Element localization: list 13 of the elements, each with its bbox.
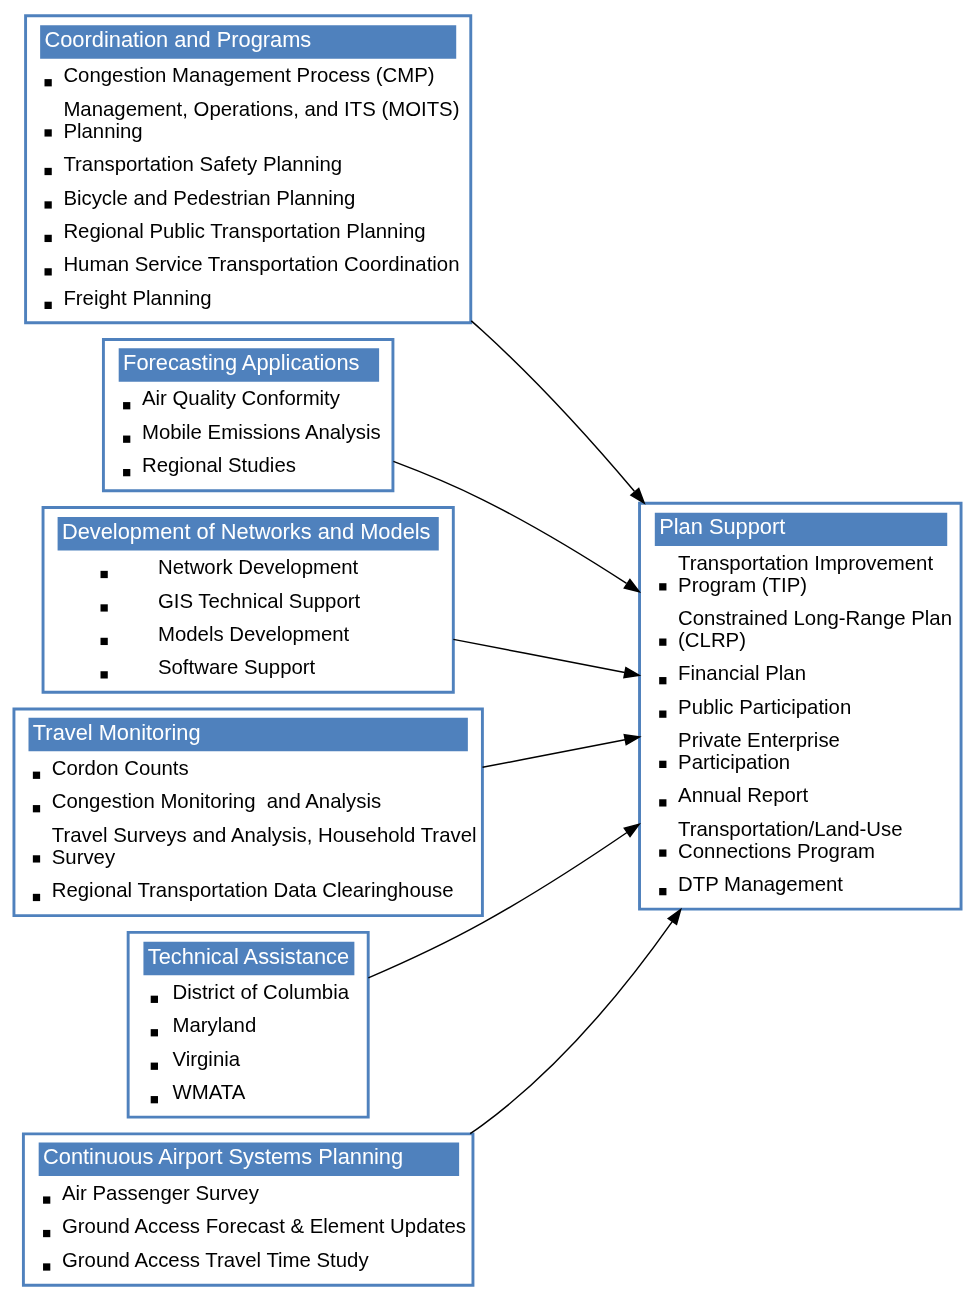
node-box: Plan Support Transportation Improvement Program (TIP) Constrained Long-Range Plan (CLRP) Financial Plan Public Participation Private Enterprise Participation Annual Report Transportation/Land-Use Connections Program DTP Management xyxy=(638,501,963,911)
arrow xyxy=(469,907,682,1135)
node-box: Continuous Airport Systems Planning Air Passenger Survey Ground Access Forecast & Element Updates Ground Access Travel Time Study xyxy=(21,1132,475,1287)
arrow xyxy=(481,733,642,769)
node-box: Travel Monitoring Cordon Counts Congestion Monitoring and Analysis Travel Surveys and Analysis, Household Travel Survey Regional Transportation Data Clearinghouse xyxy=(12,707,484,918)
arrow xyxy=(470,320,646,505)
arrow xyxy=(392,460,642,593)
arrow xyxy=(367,822,641,979)
node-box: Forecasting Applications Air Quality Conformity Mobile Emissions Analysis Regional Studies xyxy=(101,338,395,493)
node-box: Coordination and Programs Congestion Management Process (CMP) Management, Operations, and ITS (MOITS) Planning Transportation Safety Planning Bicycle and Pedestrian Planning Regional Public Transportation Planning Human Service Transportation Coordination Freight Planning xyxy=(24,14,473,325)
node-box: Technical Assistance District of Columbia Maryland Virginia WMATA xyxy=(126,930,370,1119)
arrow xyxy=(452,638,642,679)
node-box: Development of Networks and Models Network Development GIS Technical Support Models Development Software Support xyxy=(41,506,455,694)
